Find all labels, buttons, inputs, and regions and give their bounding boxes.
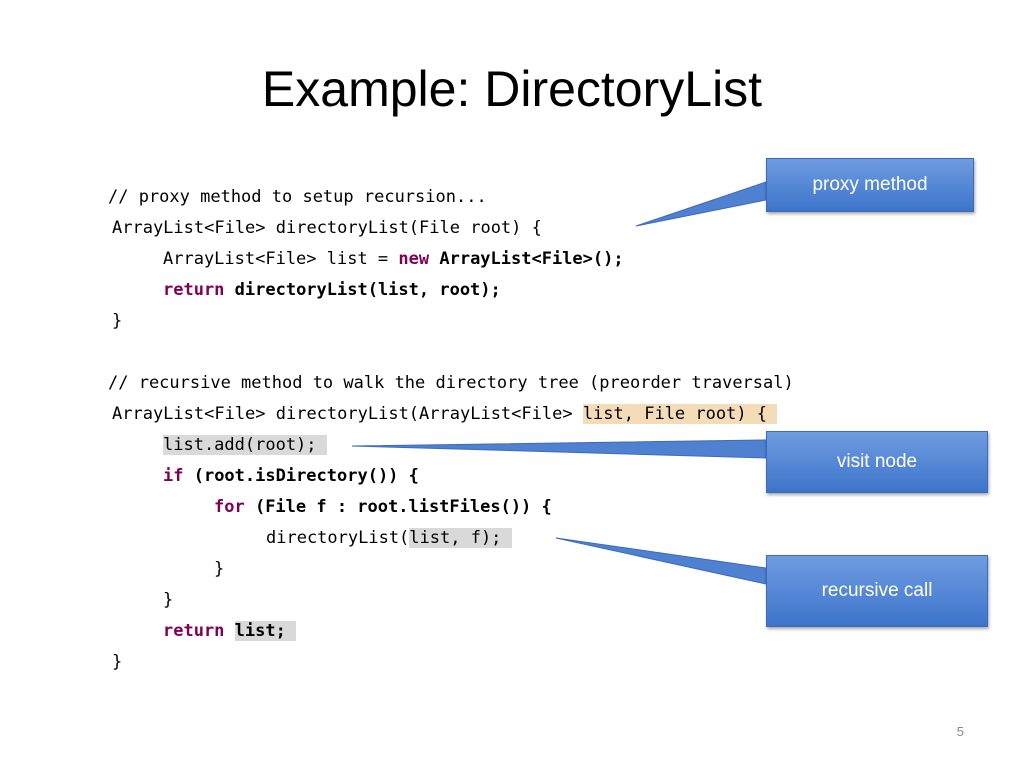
visit-node-callout: visit node [766,431,988,493]
keyword-return: return [163,621,225,641]
code-block: // proxy method to setup recursion... Ar… [108,182,794,672]
recursive-call-callout: recursive call [766,555,988,627]
comment-recursive: // recursive method to walk the director… [108,373,794,393]
code-line-11: directoryList(list, f); [266,528,512,548]
code-line-15: } [112,652,123,672]
highlight-return: list; [234,621,297,641]
keyword-if: if [163,466,184,486]
keyword-new: new [398,249,430,269]
visit-callout-pointer [351,439,767,459]
comment-proxy: // proxy method to setup recursion... [108,187,487,207]
keyword-return: return [163,280,225,300]
proxy-callout-pointer [635,181,767,227]
proxy-signature: ArrayList<File> directoryList(File root)… [112,218,542,238]
recursive-callout-pointer [555,537,767,585]
highlight-visit: list.add(root); [163,435,327,455]
code-line-2: ArrayList<File> directoryList(File root)… [112,213,542,244]
highlight-params: list, File root) { [582,404,778,424]
code-line-3: ArrayList<File> list = new ArrayList<Fil… [163,249,624,269]
slide-title: Example: DirectoryList [261,61,763,117]
code-line-8: list.add(root); [163,430,327,461]
code-line-6: // recursive method to walk the director… [108,368,794,399]
highlight-recursive: list, f); [409,528,512,548]
code-line-12: } [214,559,225,579]
code-line-10: for (File f : root.listFiles()) { [214,497,552,517]
code-line-13: } [163,590,174,610]
code-line-9: if (root.isDirectory()) { [163,466,419,486]
proxy-method-callout: proxy method [766,158,974,212]
keyword-for: for [214,497,245,517]
code-line-1: // proxy method to setup recursion... [108,182,487,213]
code-line-4: return directoryList(list, root); [163,280,501,300]
page-number: 5 [956,724,964,739]
code-line-7: ArrayList<File> directoryList(ArrayList<… [112,404,778,424]
code-line-14: return list; [163,616,297,647]
code-line-5: } [112,311,123,331]
